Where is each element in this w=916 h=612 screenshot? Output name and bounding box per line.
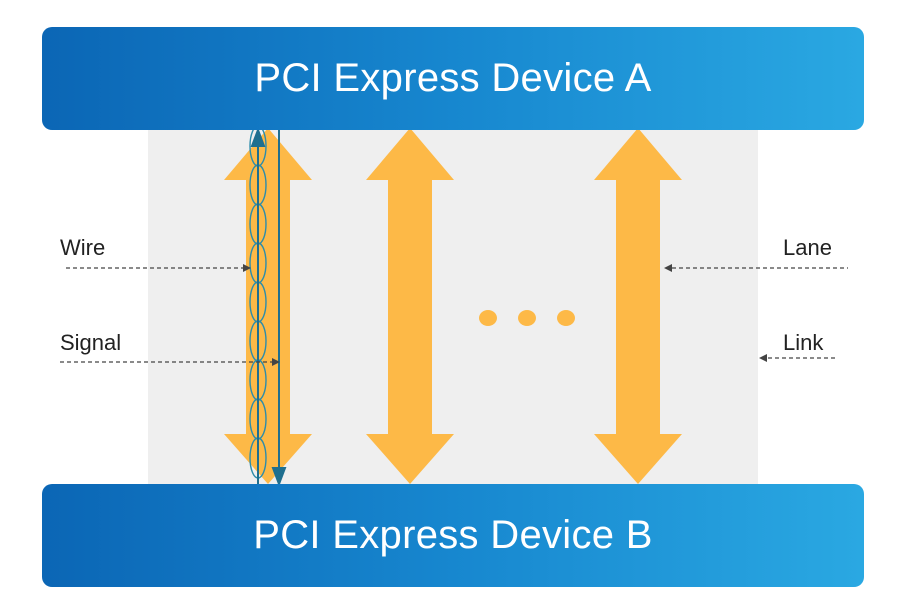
lane-label: Lane: [783, 235, 832, 260]
callout-leaders: [60, 267, 848, 363]
lane-arrow-1: [224, 128, 312, 484]
lane-arrow-3: [594, 128, 682, 484]
callout-arrowheads: [243, 264, 767, 366]
device-b-title: PCI Express Device B: [253, 513, 653, 557]
ellipsis-dots: [479, 310, 575, 326]
link-label: Link: [783, 330, 824, 355]
lane-arrow-2: [366, 128, 454, 484]
device-b-box: PCI Express Device B: [42, 484, 864, 587]
device-a-title: PCI Express Device A: [254, 56, 652, 100]
wire-label: Wire: [60, 235, 106, 260]
signal-lines: [250, 127, 287, 487]
device-a-box: PCI Express Device A: [42, 27, 864, 130]
signal-label: Signal: [60, 330, 122, 355]
